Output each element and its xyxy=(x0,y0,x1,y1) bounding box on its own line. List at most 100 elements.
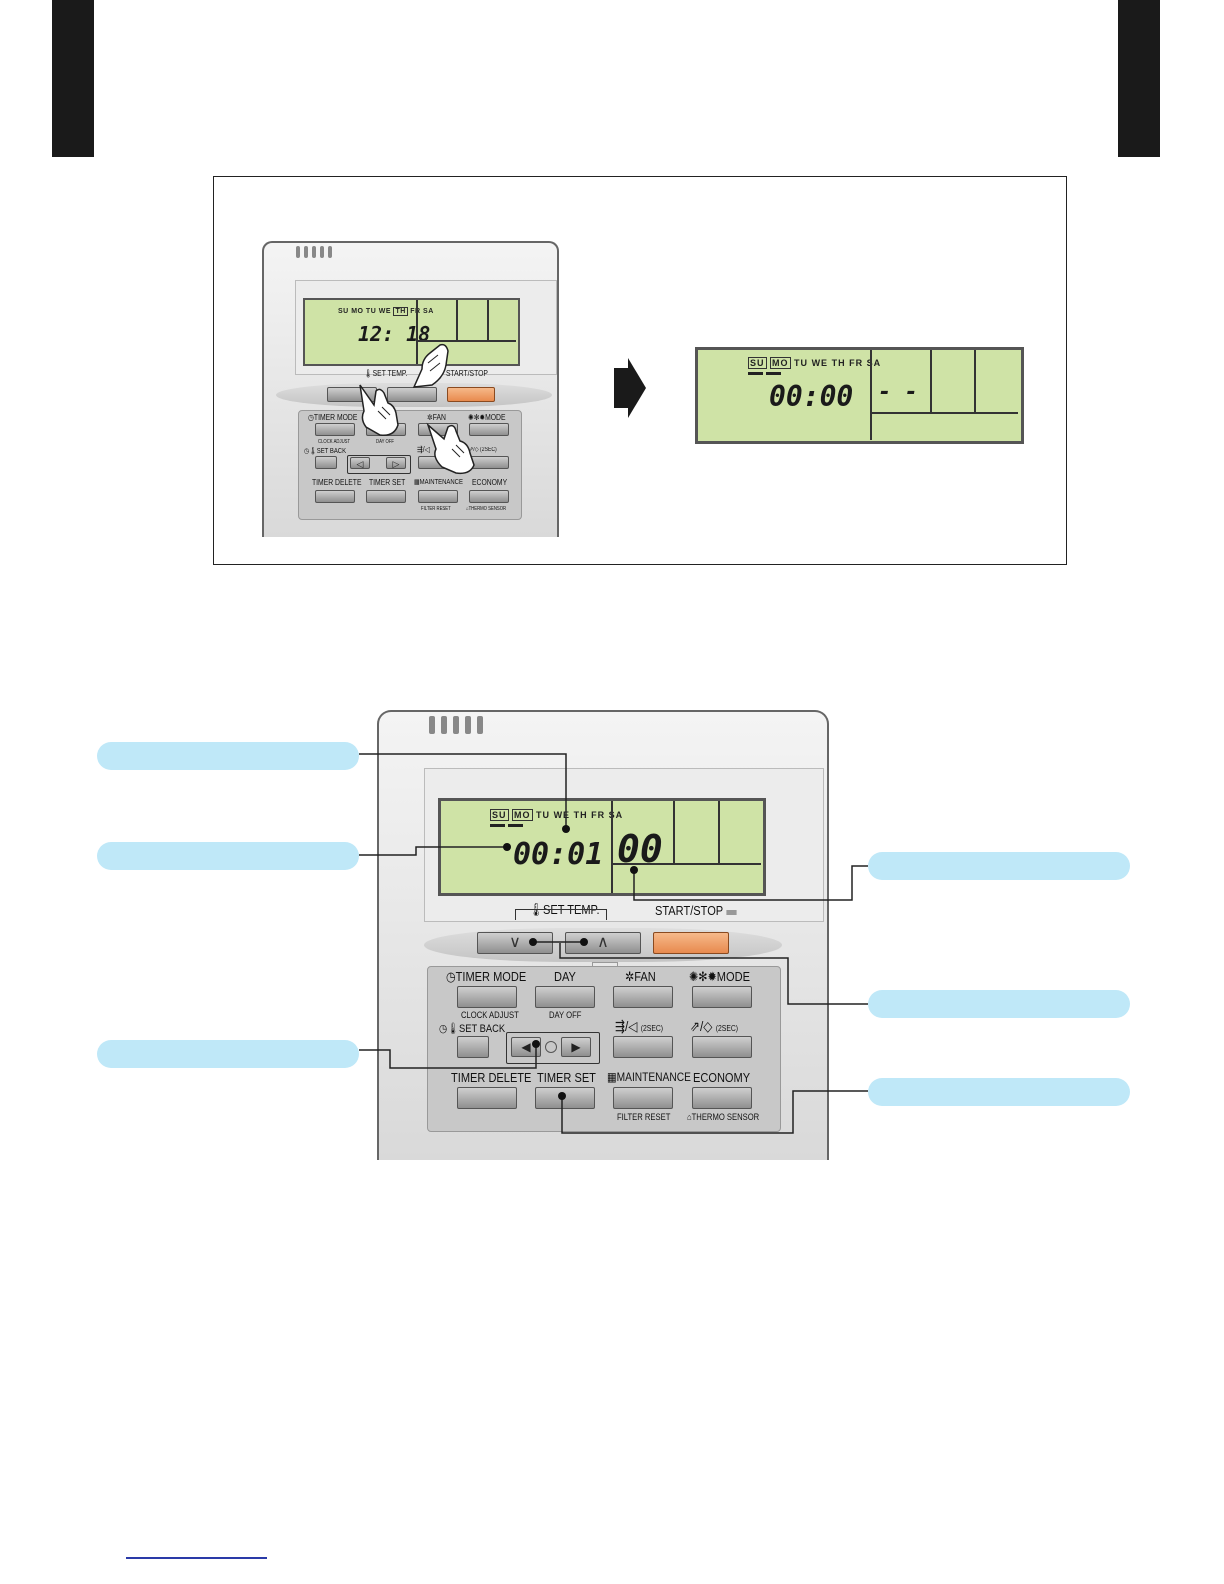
set-back-label: ◷🌡SET BACK xyxy=(304,448,347,455)
filter-reset-label: FILTER RESET xyxy=(617,1112,671,1122)
day-of-week-row: SU MO TU WE TH FR SA xyxy=(748,357,882,369)
section-tab-right xyxy=(1118,0,1160,157)
lcd-divider xyxy=(611,863,761,865)
swing-button[interactable] xyxy=(613,1036,673,1058)
speaker-grille xyxy=(296,246,332,258)
timer-mode-label: ◷TIMER MODE xyxy=(446,969,527,984)
day-off-label: DAY OFF xyxy=(376,439,395,445)
timer-set-label: TIMER SET xyxy=(369,478,406,487)
day-of-week-row: SU MO TU WE TH FR SA xyxy=(490,809,623,821)
temp-down-button[interactable]: ∨ xyxy=(477,932,553,954)
day-selector-frame xyxy=(506,1032,600,1064)
mode-button[interactable] xyxy=(692,986,752,1008)
louver-button[interactable] xyxy=(692,1036,752,1058)
right-arrow-button[interactable]: ▷ xyxy=(386,457,406,469)
temp-up-button[interactable]: ∧ xyxy=(565,932,641,954)
day-we: WE xyxy=(553,810,571,820)
temp-up-button[interactable] xyxy=(387,387,437,402)
callout-bubble xyxy=(97,842,359,870)
lcd-divider xyxy=(718,801,720,863)
timer-mode-button[interactable] xyxy=(457,986,517,1008)
economy-button[interactable] xyxy=(692,1087,752,1109)
day-tu: TU xyxy=(365,308,377,315)
set-back-button[interactable] xyxy=(457,1036,489,1058)
mode-button[interactable] xyxy=(469,423,509,436)
day-underline xyxy=(490,824,505,827)
maintenance-label: ▦MAINTENANCE xyxy=(414,479,463,486)
day-we: WE xyxy=(378,308,391,315)
top-lcd-display: SU MO TU WE TH FR SA 12: 18 xyxy=(303,298,520,366)
clock-adjust-label: CLOCK ADJUST xyxy=(461,1010,519,1020)
day-th-selected: TH xyxy=(393,307,408,316)
day-button[interactable] xyxy=(535,986,595,1008)
time-readout: 00:01 xyxy=(513,837,604,872)
result-lcd-display: SU MO TU WE TH FR SA 00:00 - - xyxy=(695,347,1024,444)
day-mo: MO xyxy=(351,308,364,315)
day-underline xyxy=(766,372,781,375)
timer-delete-button[interactable] xyxy=(457,1087,517,1109)
start-stop-button[interactable] xyxy=(447,387,495,402)
thermo-sensor-label: ⌂THERMO SENSOR xyxy=(687,1112,760,1122)
day-label: DAY xyxy=(554,969,576,984)
day-underline xyxy=(748,372,763,375)
callout-bubble xyxy=(97,1040,359,1068)
maintenance-label: ▦MAINTENANCE xyxy=(607,1070,691,1084)
mode-label: ✺✻✹MODE xyxy=(689,969,750,984)
callout-bubble xyxy=(868,990,1130,1018)
day-fr: FR xyxy=(849,358,864,368)
day-su: SU xyxy=(338,308,349,315)
timer-set-button[interactable] xyxy=(366,490,406,503)
timer-mode-button[interactable] xyxy=(315,423,355,436)
lcd-divider xyxy=(930,350,932,412)
set-temp-bracket xyxy=(515,909,607,920)
lcd-divider xyxy=(416,300,418,364)
day-fr: FR xyxy=(410,308,420,315)
footer-rule xyxy=(126,1557,267,1559)
day-fr: FR xyxy=(591,810,606,820)
callout-bubble xyxy=(97,742,359,770)
set-back-button[interactable] xyxy=(315,456,337,469)
filter-reset-label: FILTER RESET xyxy=(421,506,451,512)
timer-delete-label: TIMER DELETE xyxy=(312,478,362,487)
thermo-sensor-label: ⌂THERMO SENSOR xyxy=(466,506,507,512)
clock-adjust-label: CLOCK ADJUST xyxy=(318,439,351,445)
day-of-week-row: SU MO TU WE TH FR SA xyxy=(338,307,434,316)
economy-label: ECONOMY xyxy=(693,1070,751,1085)
day-tu: TU xyxy=(536,810,551,820)
right-readout: - - xyxy=(878,380,918,405)
day-su-selected: SU xyxy=(748,357,767,369)
lcd-divider xyxy=(870,412,1018,414)
day-sa: SA xyxy=(423,308,434,315)
callout-bubble xyxy=(868,1078,1130,1106)
start-stop-label: START/STOP xyxy=(446,369,488,378)
day-mo-selected: MO xyxy=(770,357,791,369)
day-tu: TU xyxy=(794,358,809,368)
day-sa: SA xyxy=(866,358,882,368)
lcd-divider xyxy=(456,300,458,340)
procedure-figure-box xyxy=(213,176,1067,565)
hand-pointer-icon xyxy=(412,343,449,388)
start-stop-button[interactable] xyxy=(653,932,729,954)
maintenance-button[interactable] xyxy=(613,1087,673,1109)
start-stop-label: START/STOP xyxy=(655,903,737,918)
right-arrow-button[interactable]: ▶ xyxy=(561,1037,591,1057)
louver-sec-label: ⇗/◇ (2SEC) xyxy=(690,1018,739,1034)
day-th: TH xyxy=(573,810,588,820)
timer-delete-button[interactable] xyxy=(315,490,355,503)
economy-label: ECONOMY xyxy=(472,478,508,487)
main-remote-controller: SU MO TU WE TH FR SA 00:01 00 🌡SET TEMP.… xyxy=(377,710,829,1160)
timer-set-label: TIMER SET xyxy=(537,1070,596,1085)
set-back-label: ◷🌡SET BACK xyxy=(439,1023,506,1035)
economy-button[interactable] xyxy=(469,490,509,503)
speaker-grille xyxy=(429,716,483,734)
fan-button[interactable] xyxy=(613,986,673,1008)
timer-delete-label: TIMER DELETE xyxy=(451,1070,532,1085)
hand-pointer-icon xyxy=(426,422,475,475)
right-readout: 00 xyxy=(617,827,663,871)
lcd-divider xyxy=(611,801,613,893)
left-arrow-button[interactable]: ◁ xyxy=(350,457,370,469)
lcd-divider xyxy=(673,801,675,863)
maintenance-button[interactable] xyxy=(418,490,458,503)
fan-label: ✲FAN xyxy=(625,969,656,984)
